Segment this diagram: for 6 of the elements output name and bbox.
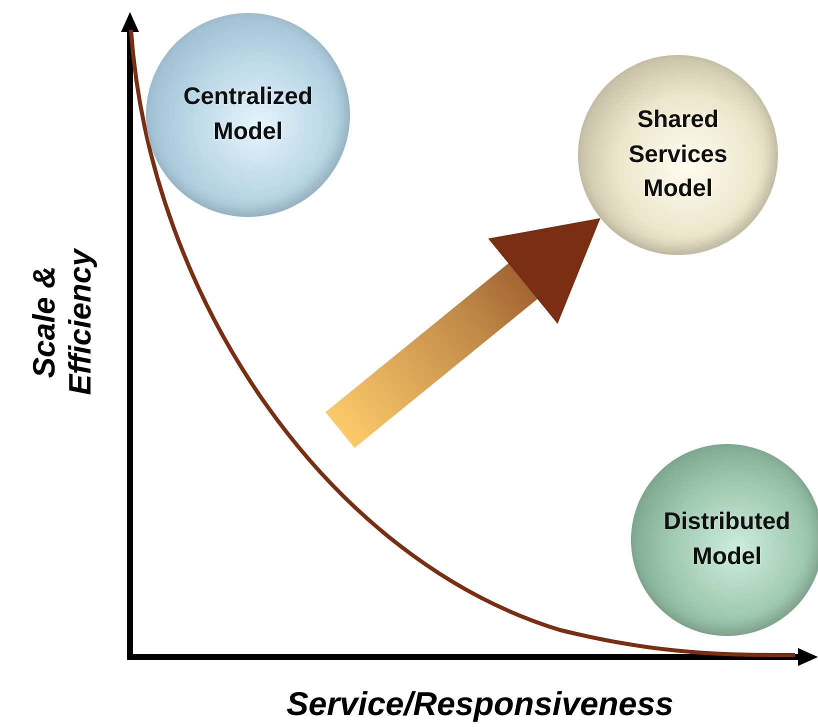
x-axis-title: Service/Responsiveness [285, 685, 675, 723]
y-axis-title: Scale & Efficiency [26, 246, 98, 397]
sphere-label: Centralized Model [182, 82, 314, 147]
sphere-label: Distributed Model [662, 507, 792, 572]
trend-arrow [325, 218, 600, 448]
sphere-label: Shared Services Model [628, 104, 728, 204]
